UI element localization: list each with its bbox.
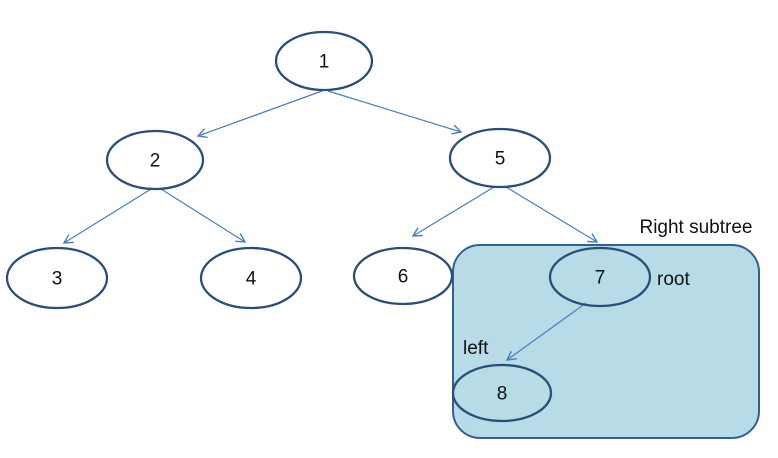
tree-node-8: 8 xyxy=(451,363,553,423)
node-ellipse-4 xyxy=(199,246,303,310)
node-label-1: 1 xyxy=(319,52,330,73)
node-ellipse-7 xyxy=(548,246,652,308)
right-subtree-region xyxy=(452,244,760,439)
tree-node-3: 3 xyxy=(5,246,109,310)
tree-node-4: 4 xyxy=(199,246,303,310)
node-label-4: 4 xyxy=(246,269,257,290)
left-label: left xyxy=(463,338,489,359)
tree-node-2: 2 xyxy=(105,129,205,191)
edge-5-to-7 xyxy=(505,186,599,243)
edge-2-to-4 xyxy=(160,188,247,243)
node-label-2: 2 xyxy=(150,151,161,172)
edge-2-to-3 xyxy=(62,188,152,244)
node-ellipse-3 xyxy=(5,246,109,310)
node-ellipse-5 xyxy=(448,127,552,189)
edge-7-to-8 xyxy=(505,302,587,361)
node-ellipse-2 xyxy=(105,129,205,191)
tree-node-5: 5 xyxy=(448,127,552,189)
node-label-8: 8 xyxy=(497,384,508,405)
node-label-3: 3 xyxy=(52,269,63,290)
node-label-6: 6 xyxy=(398,267,409,288)
tree-node-1: 1 xyxy=(274,30,374,92)
node-label-7: 7 xyxy=(595,268,606,289)
node-ellipse-1 xyxy=(274,30,374,92)
right-subtree-label: Right subtree xyxy=(639,217,752,238)
node-ellipse-8 xyxy=(451,363,553,423)
edge-1-to-2 xyxy=(196,90,323,138)
edge-1-to-5 xyxy=(327,90,463,135)
root-label: root xyxy=(657,269,690,290)
edge-5-to-6 xyxy=(411,186,495,237)
tree-node-7: 7 xyxy=(548,246,652,308)
node-label-5: 5 xyxy=(495,149,506,170)
node-ellipse-6 xyxy=(352,246,454,306)
tree-node-6: 6 xyxy=(352,246,454,306)
